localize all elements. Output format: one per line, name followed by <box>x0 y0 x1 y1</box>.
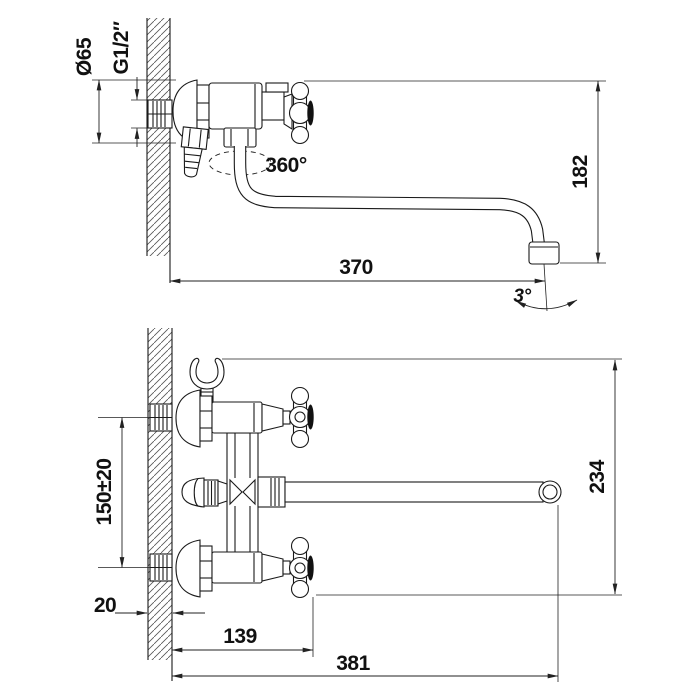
dim-thread-size: G1/2″ <box>110 21 150 147</box>
label-swivel-angle <box>208 150 272 176</box>
spout-nut-side <box>223 127 257 148</box>
height-182-label: 182 <box>569 155 592 189</box>
spout-outlet-circle <box>538 480 562 504</box>
center-body-front <box>226 432 259 558</box>
aerator-side <box>528 241 560 265</box>
dim-flange-diameter: Ø65 <box>73 37 176 144</box>
swivel-angle-label: 360° <box>265 154 307 177</box>
wall-thickness-label: 20 <box>94 594 116 617</box>
wall-section-side <box>146 18 171 283</box>
inlet-eccentric-side <box>147 99 173 129</box>
stream-angle-label: 3° <box>513 286 531 307</box>
flange-diameter-label: Ø65 <box>73 37 96 76</box>
long-spout-front <box>257 476 562 508</box>
bottom-valve-front <box>175 536 314 599</box>
thread-size-label: G1/2″ <box>110 21 133 75</box>
cartridge-neck-side <box>261 91 285 121</box>
label-stream-angle: 3° <box>513 286 578 310</box>
dim-inlet-centers: 150±20 <box>93 417 152 568</box>
overall-height-label: 234 <box>586 459 609 493</box>
handle-index-band <box>307 404 314 430</box>
swivel-ellipse-icon <box>208 150 272 176</box>
side-view: 360° Ø65 G1/2″ 182 370 3° <box>73 18 606 312</box>
reach-370-label: 370 <box>339 256 373 279</box>
cross-handle-side <box>283 81 314 145</box>
overall-width-label: 381 <box>336 652 370 675</box>
handle-index-band <box>307 100 314 126</box>
top-valve-front <box>175 386 314 449</box>
handle-index-band <box>307 555 314 581</box>
wall-section-front <box>147 328 173 681</box>
diverter-knob-front <box>181 477 228 508</box>
swivel-spout-side <box>223 127 560 312</box>
dim-overall-height-234: 234 <box>222 358 622 596</box>
mixer-body-side <box>208 82 263 130</box>
cartridge-cap-side <box>265 82 289 93</box>
front-view: 150±20 <box>93 328 622 682</box>
inlet-eccentric-top <box>149 403 173 432</box>
handle-depth-label: 139 <box>223 625 257 648</box>
inlet-eccentric-bottom <box>149 553 173 582</box>
dim-height-182: 182 <box>304 80 606 264</box>
spout-tube-front <box>284 481 544 503</box>
dim-reach-370: 370 <box>169 256 546 284</box>
dim-wall-thickness: 20 <box>94 594 205 617</box>
stream-angle-arc <box>515 299 578 310</box>
diverter-knob-side <box>180 126 209 178</box>
dim-handle-depth-139: 139 <box>171 597 314 657</box>
holder-fork-icon <box>189 357 225 390</box>
stream-line <box>543 263 548 312</box>
dim-overall-width-381: 381 <box>171 505 559 682</box>
inlet-centers-label: 150±20 <box>93 459 116 526</box>
